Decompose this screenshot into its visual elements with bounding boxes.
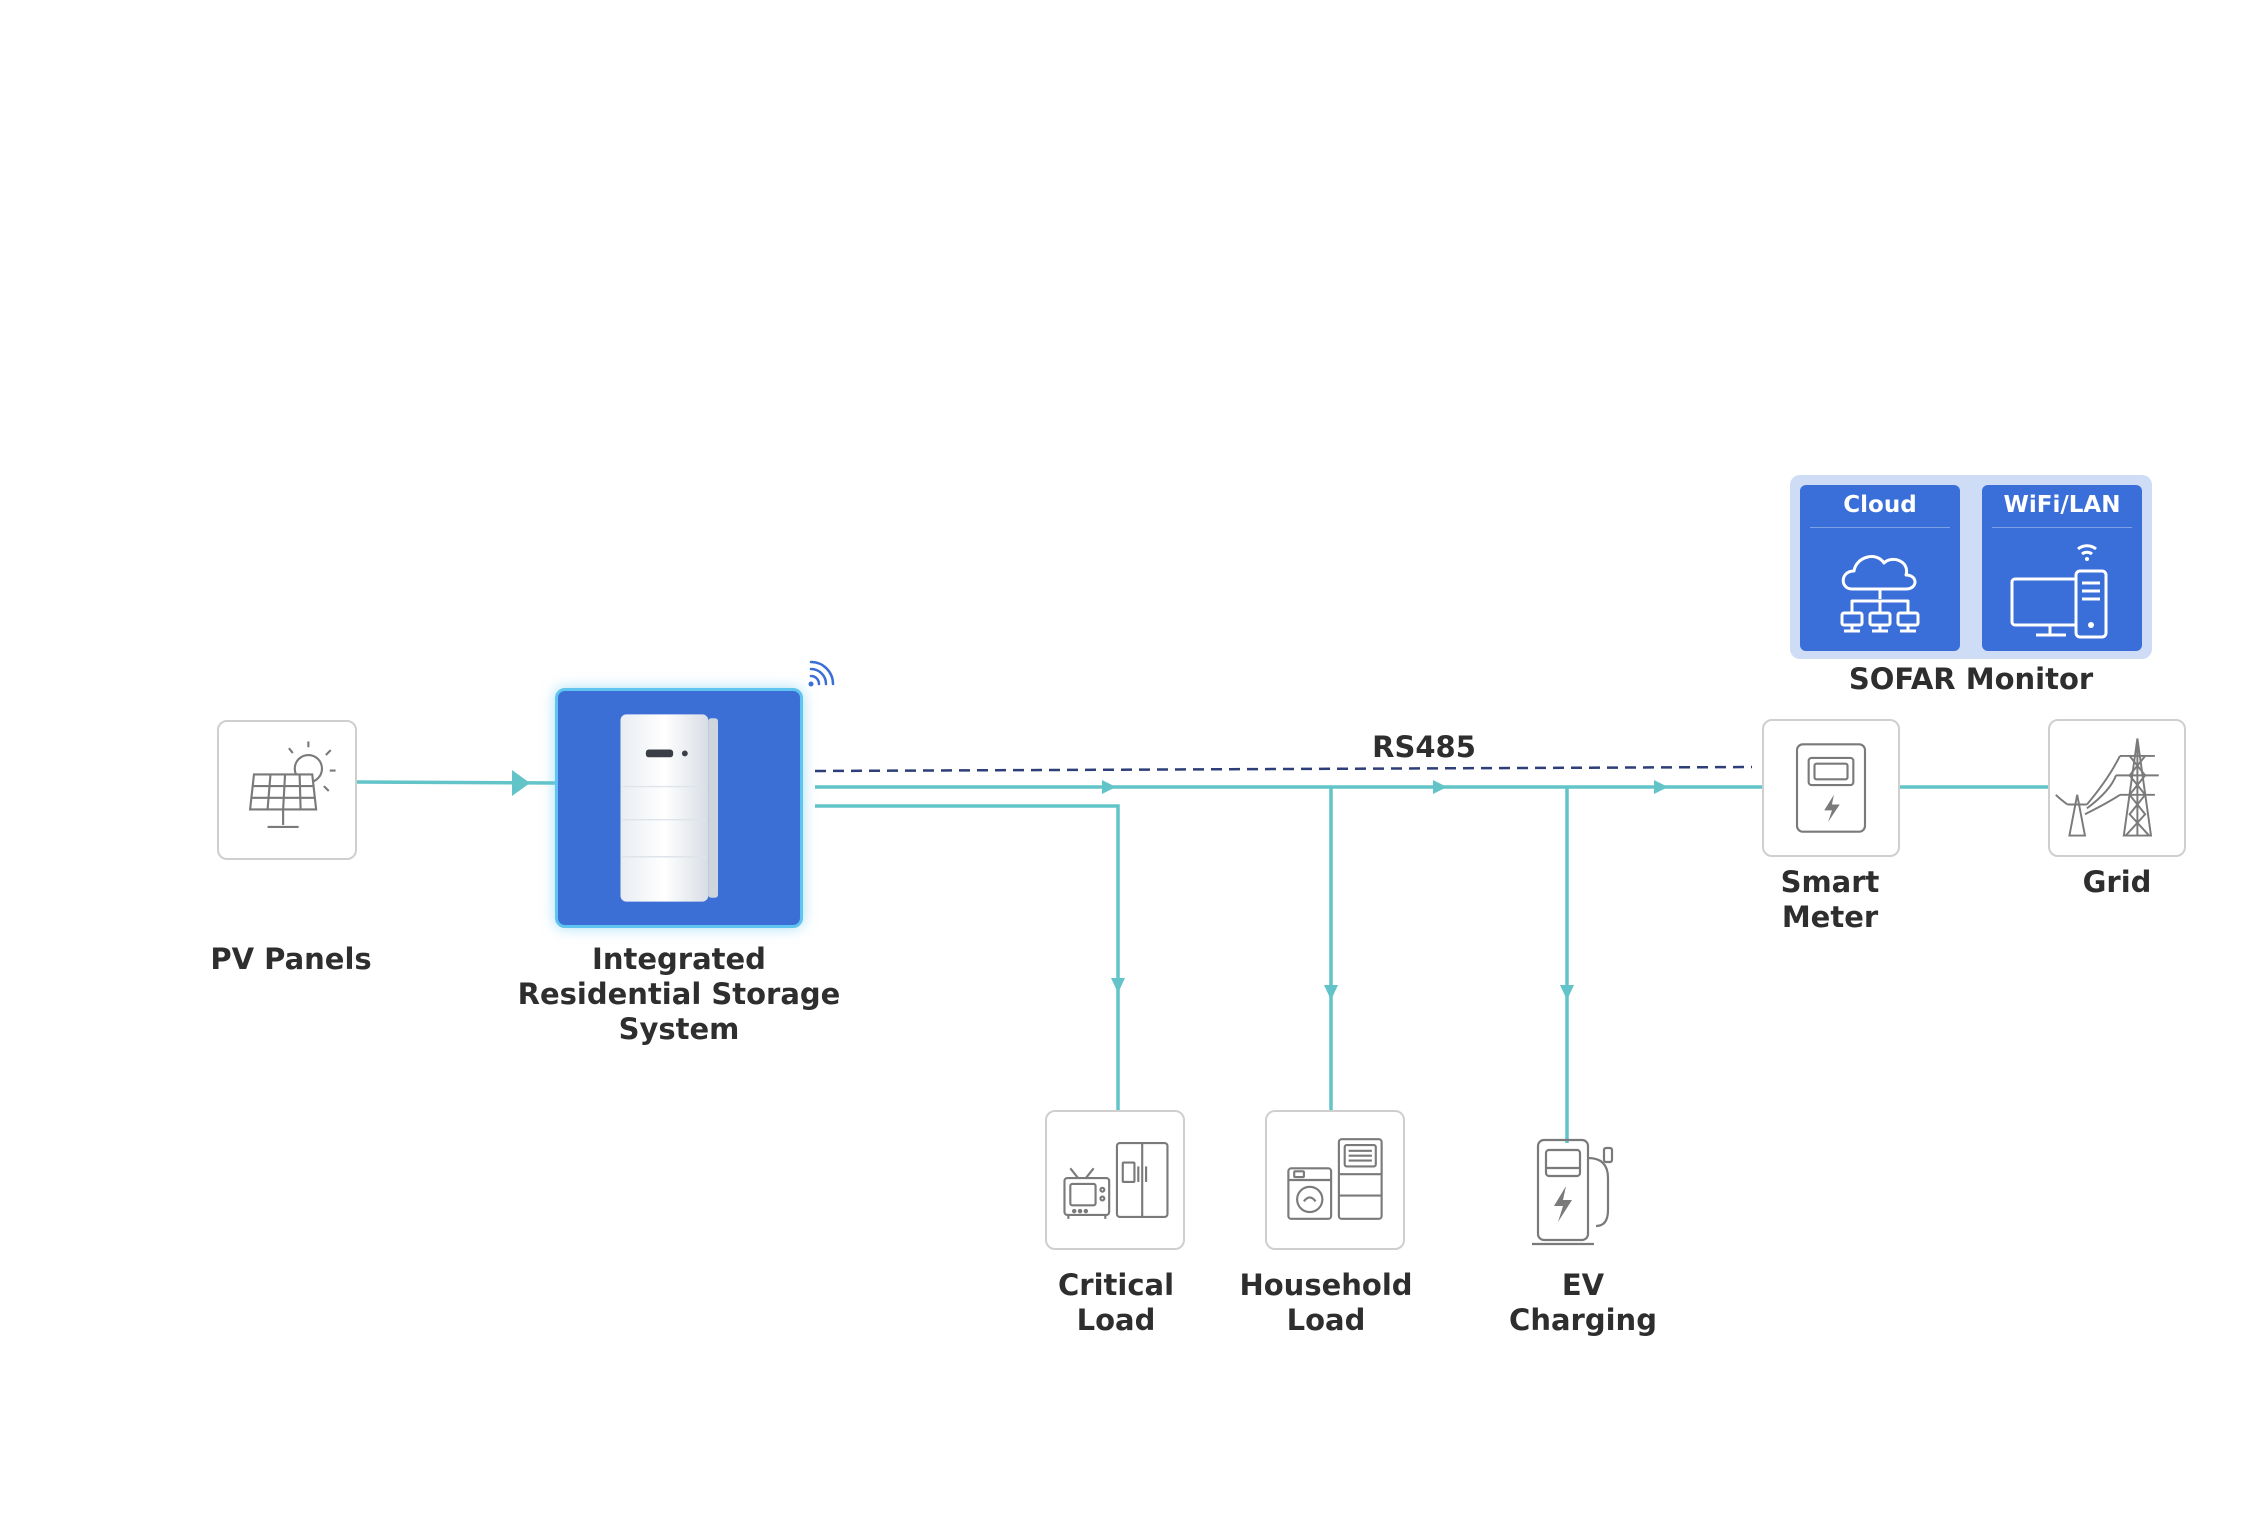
computer-wifi-icon [2010, 544, 2108, 639]
card-divider [1992, 527, 2132, 528]
sofar-monitor-title: SOFAR Monitor [1848, 662, 2094, 696]
critical-load-line [815, 804, 1120, 1110]
cloud-card-title: Cloud [1843, 492, 1917, 518]
bus-arrow-1 [1102, 780, 1116, 794]
pv-flow-arrow [512, 770, 530, 796]
ev-charging-arrow [1560, 985, 1574, 1000]
household-load-node[interactable] [1265, 1110, 1405, 1250]
household-load-arrow [1324, 985, 1338, 1000]
grid-node[interactable] [2048, 719, 2186, 857]
critical-load-label: Critical Load [1057, 1268, 1175, 1337]
pv-panels-node[interactable] [217, 720, 357, 860]
household-load-label: Household Load [1239, 1268, 1413, 1337]
pv-panels-label: PV Panels [210, 942, 372, 976]
critical-load-arrow [1111, 978, 1125, 993]
card-divider [1810, 527, 1950, 528]
solar-panel-icon [248, 741, 336, 828]
storage-system-label: Integrated Residential Storage System [517, 942, 841, 1046]
cloud-card[interactable]: Cloud [1800, 485, 1960, 651]
power-tower-icon [2055, 738, 2159, 837]
battery-cabinet-icon [620, 714, 718, 902]
bus-arrow-3 [1654, 780, 1668, 794]
sofar-monitor-panel[interactable]: Cloud WiFi/LAN [1790, 475, 2152, 659]
bus-arrow-2 [1433, 780, 1447, 794]
cloud-network-icon [1840, 555, 1920, 633]
tv-fridge-icon [1063, 1142, 1169, 1219]
smart-meter-label: Smart Meter [1780, 865, 1880, 934]
smart-meter-icon [1795, 743, 1867, 833]
grid-label: Grid [2082, 865, 2152, 899]
rs485-dashed-line [814, 765, 1753, 773]
wifi-lan-card[interactable]: WiFi/LAN [1982, 485, 2142, 651]
washer-appliance-icon [1287, 1138, 1383, 1220]
storage-system-node[interactable] [555, 688, 803, 928]
critical-load-node[interactable] [1045, 1110, 1185, 1250]
ev-charging-label: EV Charging [1509, 1268, 1657, 1337]
smart-meter-node[interactable] [1762, 719, 1900, 857]
rs485-label: RS485 [1372, 730, 1476, 764]
wireless-signal-icon [808, 660, 835, 687]
wifi-lan-card-title: WiFi/LAN [2003, 492, 2121, 518]
ev-charger-icon[interactable] [1530, 1134, 1630, 1254]
